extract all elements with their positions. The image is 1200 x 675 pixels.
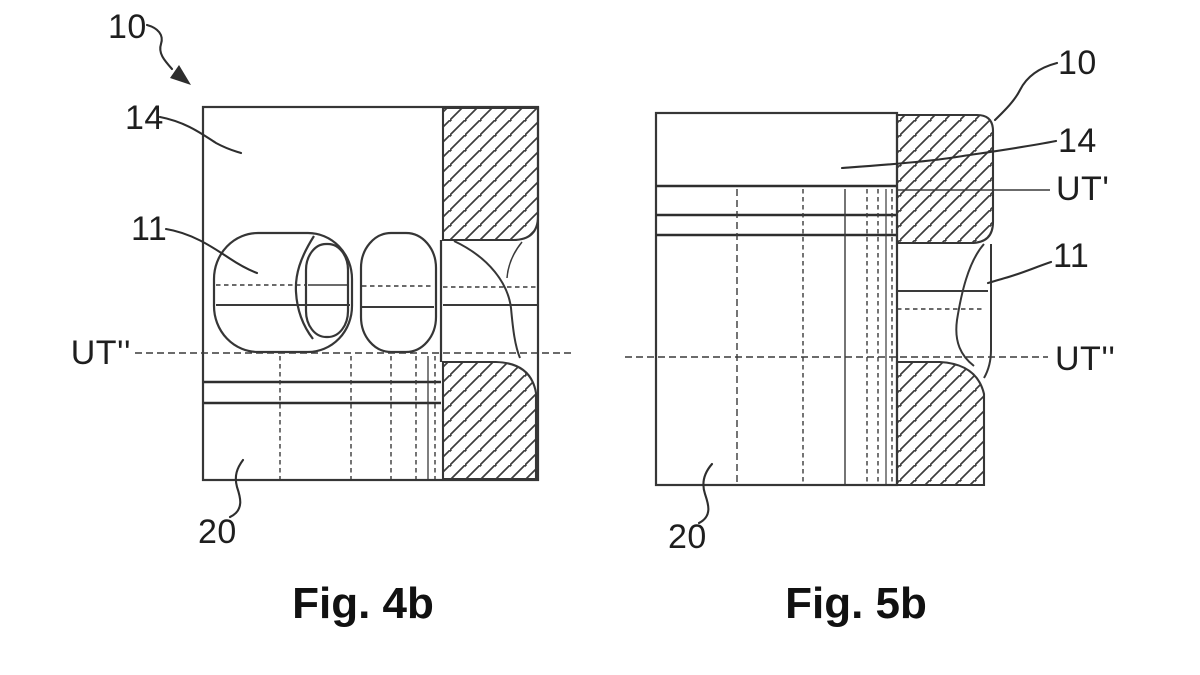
fig5b-body-outline (654, 111, 899, 487)
fig5b-right-groove (897, 243, 992, 379)
fig4b-leader-20 (228, 458, 245, 519)
fig5b-label-ut-prime: UT' (1056, 170, 1109, 208)
fig4b-groove-profile-large (212, 231, 354, 354)
fig5b-label-14: 14 (1058, 122, 1097, 160)
fig5b-leader-10 (993, 61, 1059, 122)
fig4b-body-outline (201, 105, 540, 482)
fig4b-leader-11 (164, 227, 259, 275)
fig5b-leader-14 (840, 139, 1058, 170)
fig4b-groove-profile-small (359, 231, 438, 354)
fig4b-label-10: 10 (108, 8, 147, 46)
fig4b-leader-14 (158, 115, 243, 155)
fig5b-hatch-top-right (895, 113, 995, 245)
fig5b-caption: Fig. 5b (785, 579, 927, 628)
fig4b-hatch-top-right (441, 106, 540, 242)
fig4b-label-11: 11 (131, 210, 167, 248)
fig5b-label-10: 10 (1058, 44, 1097, 82)
fig4b-caption: Fig. 4b (292, 579, 434, 628)
fig5b-label-11: 11 (1053, 237, 1089, 275)
fig-4b-drawing: 10 14 11 20 UT'' Fig. 4b (71, 8, 575, 628)
fig4b-label-ut-double: UT'' (71, 334, 131, 372)
fig4b-leader-10 (145, 23, 174, 71)
fig4b-arrowhead-10 (170, 65, 191, 85)
fig5b-leader-11 (986, 260, 1053, 285)
fig-5b-drawing: 10 14 UT' 11 UT'' 20 Fig. 5b (625, 44, 1115, 628)
fig4b-label-20: 20 (198, 513, 237, 551)
fig5b-hatch-bottom-right (895, 360, 986, 487)
fig5b-label-ut-double: UT'' (1055, 340, 1115, 378)
fig5b-label-20: 20 (668, 518, 707, 556)
fig5b-leader-20 (697, 462, 714, 525)
fig5b-vertical-lines (736, 189, 893, 484)
fig4b-hatch-bottom-right (441, 360, 538, 481)
fig5b-band-lines (656, 184, 897, 237)
fig4b-lower-section-lines (204, 356, 441, 479)
fig4b-label-14: 14 (125, 99, 164, 137)
fig4b-right-groove (443, 240, 537, 359)
